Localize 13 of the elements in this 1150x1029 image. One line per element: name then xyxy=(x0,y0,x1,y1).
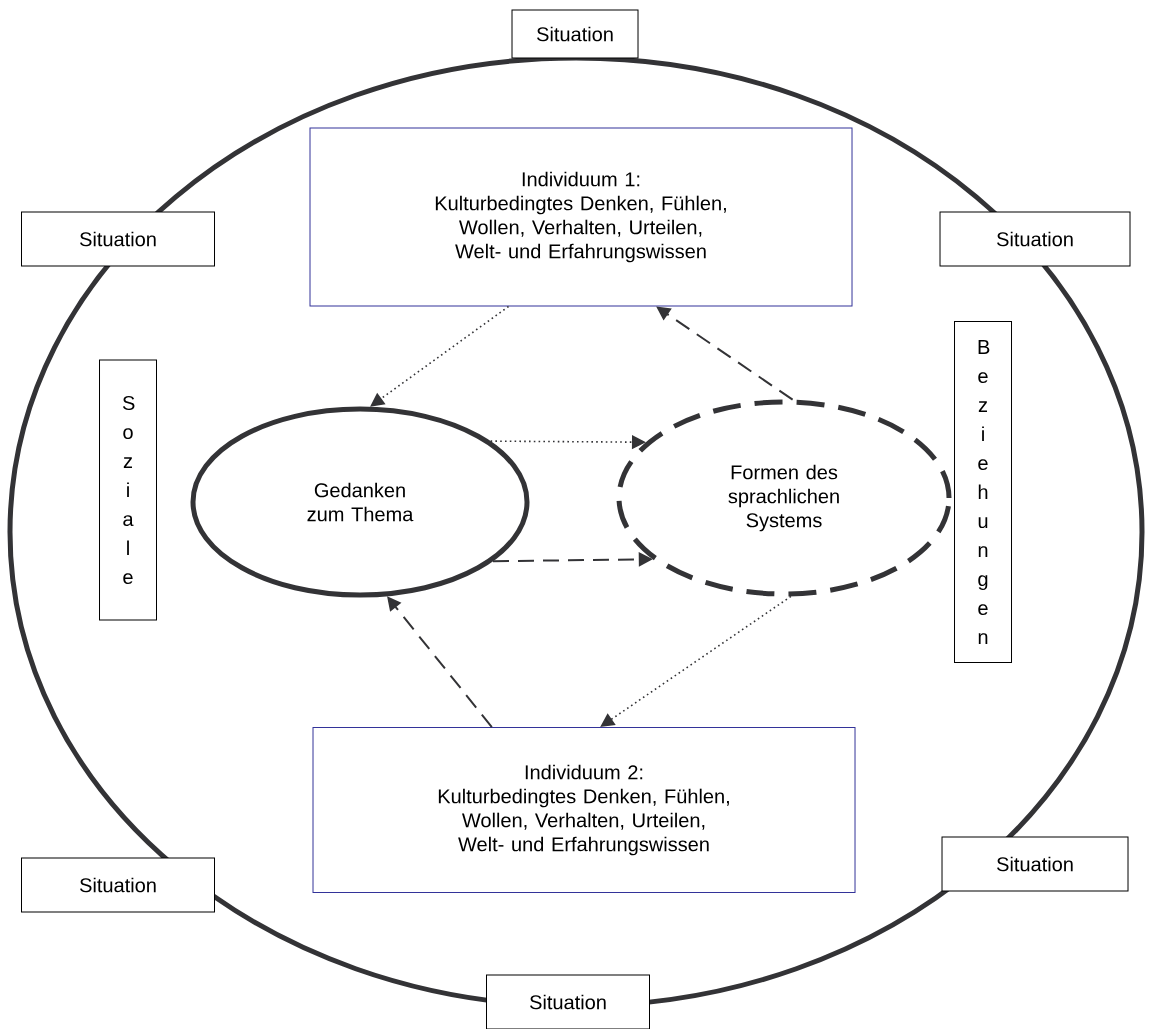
label-box: Situation xyxy=(941,836,1129,892)
arrow xyxy=(600,595,792,727)
label-box: Situation xyxy=(21,211,215,267)
label-box: Situation xyxy=(21,857,215,913)
label-box: Situation xyxy=(939,211,1131,267)
text-box: Individuum 1: Kulturbedingtes Denken, Fühlen, Wollen, Verhalten, Urteilen, Welt- und Erfahrungswissen xyxy=(309,127,853,307)
label-box: Situation xyxy=(511,9,639,59)
vertical-text-box: Soziale xyxy=(99,359,157,621)
arrow xyxy=(370,305,510,407)
text-box: Individuum 2: Kulturbedingtes Denken, Fühlen, Wollen, Verhalten, Urteilen, Welt- und Erfahrungswissen xyxy=(312,727,856,893)
arrow xyxy=(656,306,794,401)
vertical-text-box: Beziehungen xyxy=(954,321,1012,663)
label-box: Situation xyxy=(486,974,650,1029)
